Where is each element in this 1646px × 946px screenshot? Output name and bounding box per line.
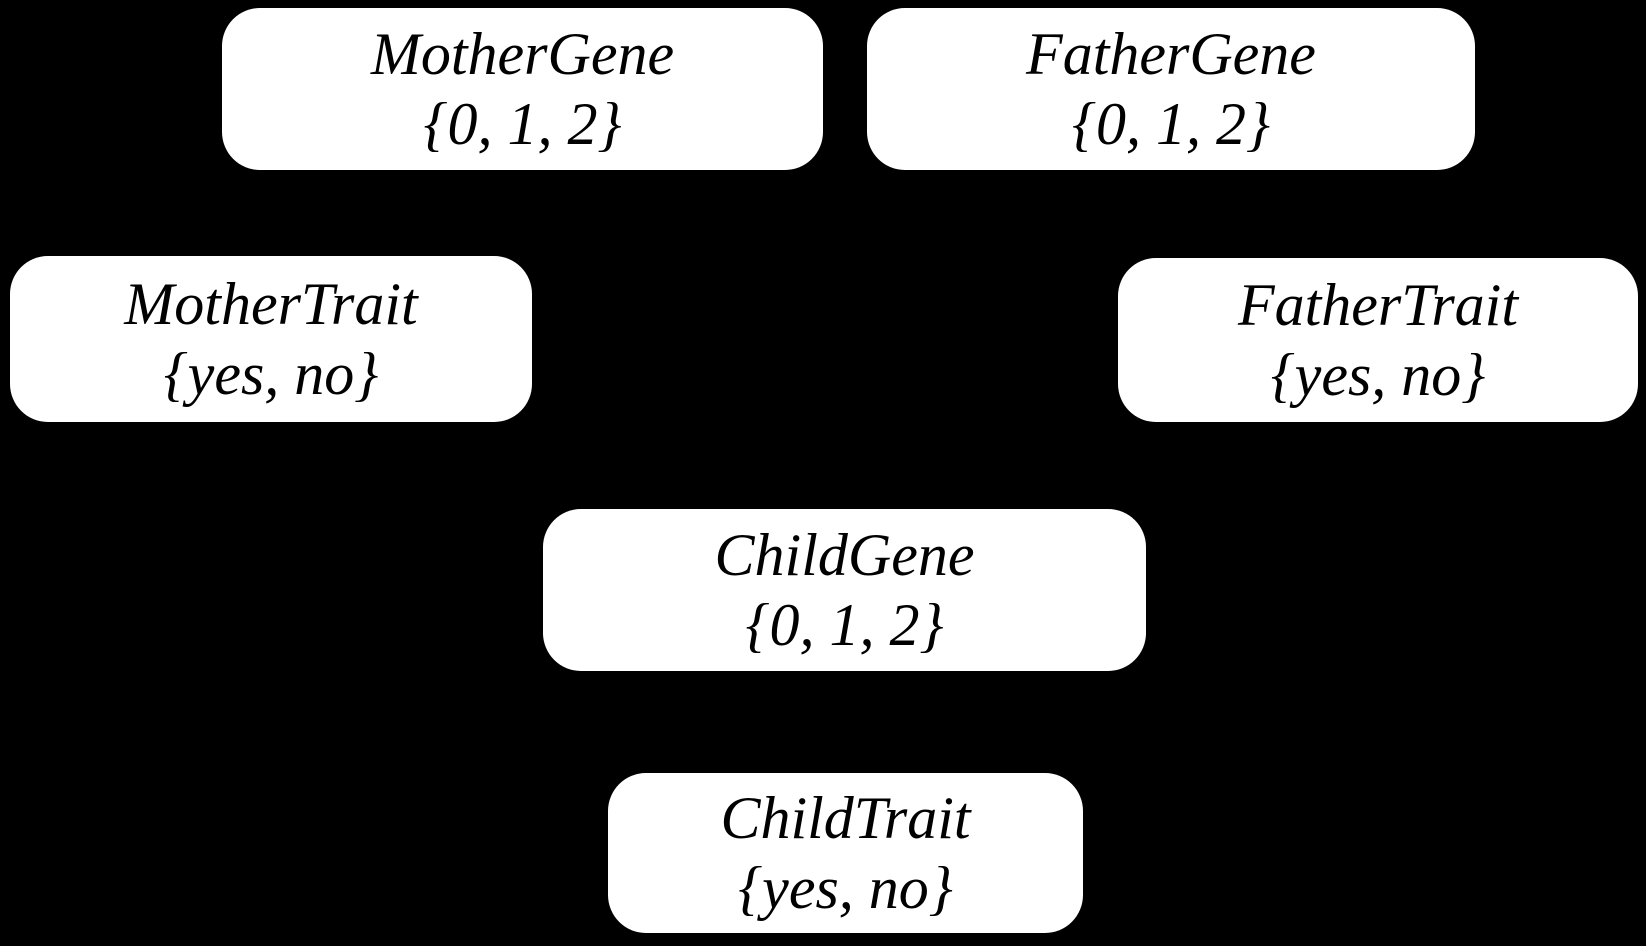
node-father-gene-label: FatherGene (1026, 20, 1316, 87)
node-child-trait: ChildTrait {yes, no} (608, 773, 1083, 933)
node-child-trait-values: {yes, no} (738, 855, 953, 921)
node-child-trait-label: ChildTrait (720, 784, 971, 851)
node-mother-gene-values: {0, 1, 2} (423, 91, 622, 157)
node-mother-trait: MotherTrait {yes, no} (10, 256, 532, 422)
node-father-trait-values: {yes, no} (1270, 342, 1486, 408)
node-mother-gene: MotherGene {0, 1, 2} (222, 8, 823, 170)
node-child-gene-values: {0, 1, 2} (745, 592, 944, 658)
node-father-trait-label: FatherTrait (1237, 271, 1519, 338)
node-mother-trait-label: MotherTrait (124, 270, 418, 337)
node-father-gene-values: {0, 1, 2} (1072, 91, 1270, 157)
node-mother-gene-label: MotherGene (370, 20, 675, 87)
node-child-gene-label: ChildGene (714, 521, 975, 588)
node-father-trait: FatherTrait {yes, no} (1118, 258, 1638, 422)
node-child-gene: ChildGene {0, 1, 2} (543, 509, 1146, 671)
node-mother-trait-values: {yes, no} (163, 341, 379, 407)
node-father-gene: FatherGene {0, 1, 2} (867, 8, 1475, 170)
